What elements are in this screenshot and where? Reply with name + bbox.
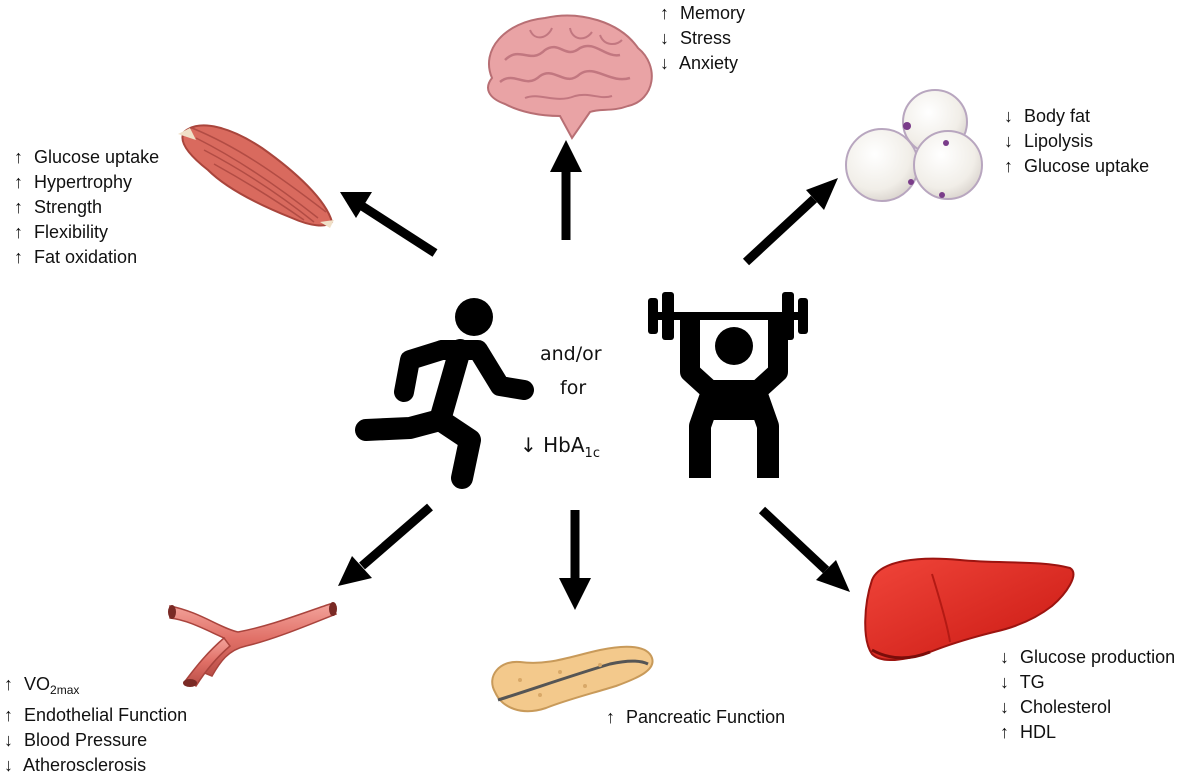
- arrows-group: [338, 140, 850, 610]
- muscle-effect-item: ↑ Fat oxidation: [14, 247, 138, 267]
- liver-effect-item: ↓ Cholesterol: [1000, 697, 1112, 717]
- hba1c-sub: 1c: [584, 446, 600, 461]
- brain-effect-item: ↑ Memory: [660, 3, 746, 23]
- muscle-effects-list: ↑ Glucose uptake ↑ Hypertrophy ↑ Strengt…: [14, 145, 159, 270]
- muscle-effect-item: ↑ Glucose uptake: [14, 147, 160, 167]
- liver-effect-item: ↓ TG: [1000, 672, 1045, 692]
- connector-text-for: for: [560, 377, 587, 399]
- hba1c-main: HbA: [543, 433, 585, 457]
- vessel-effect-item: ↓ Atherosclerosis: [4, 755, 147, 775]
- arrow-to-brain: [550, 140, 582, 240]
- weightlifter-icon: [648, 292, 808, 478]
- brain-effect-item: ↓ Stress: [660, 28, 732, 48]
- pancreas-effects-list: ↑ Pancreatic Function: [606, 705, 785, 730]
- liver-icon: [864, 557, 1075, 661]
- adipose-effect-item: ↑ Glucose uptake: [1004, 156, 1150, 176]
- muscle-icon: [178, 124, 334, 228]
- arrow-to-muscle: [340, 192, 438, 257]
- vessel-effect-item: ↑ Endothelial Function: [4, 705, 188, 725]
- muscle-effect-item: ↑ Strength: [14, 197, 103, 217]
- brain-effect-item: ↓ Anxiety: [660, 53, 739, 73]
- hba1c-label: ↓ HbA1c: [520, 433, 600, 461]
- vessel-effects-list: ↑ VO2max ↑ Endothelial Function ↓ Blood …: [4, 672, 187, 778]
- arrow-to-adipose: [742, 178, 838, 266]
- arrow-to-vessel: [338, 503, 433, 586]
- liver-effect-item: ↓ Glucose production: [1000, 647, 1176, 667]
- blood-vessel-icon: [168, 602, 338, 688]
- arrow-to-pancreas: [559, 510, 591, 610]
- muscle-effect-item: ↑ Flexibility: [14, 222, 109, 242]
- liver-effects-list: ↓ Glucose production ↓ TG ↓ Cholesterol …: [1000, 645, 1175, 745]
- brain-effects-list: ↑ Memory ↓ Stress ↓ Anxiety: [660, 1, 745, 76]
- arrow-to-liver: [758, 506, 850, 592]
- liver-effect-item: ↑ HDL: [1000, 722, 1057, 742]
- adipose-effect-item: ↓ Lipolysis: [1004, 131, 1094, 151]
- adipose-cells-icon: [845, 89, 983, 202]
- pancreas-effect-item: ↑ Pancreatic Function: [606, 707, 786, 727]
- vessel-effect-item: ↓ Blood Pressure: [4, 730, 148, 750]
- adipose-effects-list: ↓ Body fat ↓ Lipolysis ↑ Glucose uptake: [1004, 104, 1149, 179]
- vessel-effect-item: ↑ VO2max: [4, 674, 80, 697]
- hba1c-arrow: ↓: [520, 433, 537, 457]
- pancreas-icon: [491, 645, 654, 713]
- brain-icon: [487, 14, 653, 140]
- connector-text-andor: and/or: [540, 343, 602, 365]
- runner-icon: [355, 298, 534, 489]
- adipose-effect-item: ↓ Body fat: [1004, 106, 1091, 126]
- muscle-effect-item: ↑ Hypertrophy: [14, 172, 133, 192]
